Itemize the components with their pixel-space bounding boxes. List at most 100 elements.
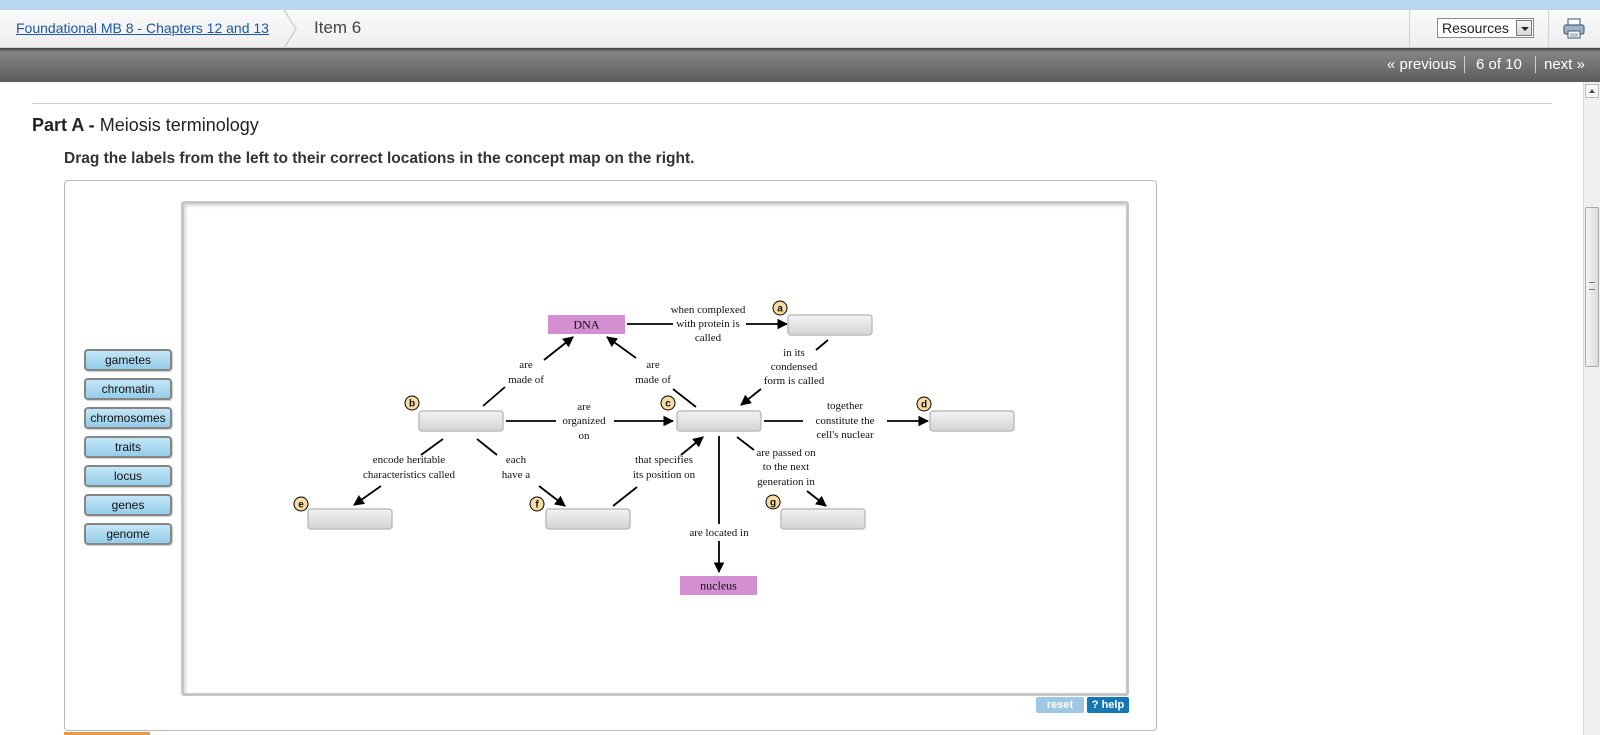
link-text: generation in [757, 476, 815, 488]
link-text: have a [502, 469, 531, 481]
link-text: condensed [771, 361, 818, 373]
scroll-up-arrow-icon[interactable] [1585, 84, 1599, 98]
item-position: 6 of 10 [1476, 56, 1522, 73]
navbar-shadow [0, 48, 1600, 52]
instruction-text: Drag the labels from the left to their c… [64, 150, 695, 167]
target-letter-b: b [409, 399, 415, 410]
drop-target-d[interactable] [929, 410, 1015, 432]
printer-icon[interactable] [1562, 18, 1586, 40]
link-text: each [506, 454, 527, 466]
drag-label-genome[interactable]: genome [84, 523, 172, 545]
drop-target-c[interactable] [676, 410, 762, 432]
link-text: cell's nuclear [816, 429, 874, 441]
link-text: with protein is [676, 318, 740, 330]
link-text: constitute the [816, 415, 875, 427]
link-line [476, 438, 498, 456]
link-text: on [579, 430, 591, 442]
node-dna-text: DNA [574, 318, 600, 332]
link-line [815, 339, 829, 351]
breadcrumb-assignment-link[interactable]: Foundational MB 8 - Chapters 12 and 13 [16, 20, 269, 36]
link-text: form is called [764, 375, 825, 387]
window-top-strip [0, 0, 1600, 10]
link-text: that specifies [635, 454, 693, 466]
target-marker-b [404, 395, 420, 411]
link-line [612, 486, 638, 507]
breadcrumb-chevron-icon [283, 10, 297, 48]
next-link[interactable]: next » [1544, 56, 1585, 73]
target-letter-e: e [298, 500, 304, 511]
target-letter-a: a [777, 304, 783, 315]
drag-label-genes[interactable]: genes [84, 494, 172, 516]
link-line [672, 388, 697, 408]
submit-button-edge[interactable] [64, 732, 150, 735]
drag-label-chromatin[interactable]: chromatin [84, 378, 172, 400]
chevron-down-icon[interactable] [1516, 20, 1532, 36]
link-text: when complexed [671, 304, 746, 316]
resources-dropdown-label: Resources [1442, 20, 1509, 36]
drag-label-gametes[interactable]: gametes [84, 349, 172, 371]
drop-target-b[interactable] [418, 410, 504, 432]
node-nucleus-text: nucleus [700, 579, 737, 593]
link-text: are [519, 359, 533, 371]
link-arrow [606, 336, 637, 359]
drop-target-f[interactable] [545, 508, 631, 530]
link-text: organized [562, 415, 606, 427]
link-text: its position on [633, 469, 696, 481]
link-text: are located in [689, 527, 749, 539]
drop-target-a[interactable] [787, 314, 873, 336]
header-divider [1548, 10, 1549, 48]
previous-link[interactable]: « previous [1387, 56, 1457, 73]
target-letter-c: c [665, 399, 671, 410]
node-nucleus [680, 576, 757, 595]
link-text: encode heritable [373, 454, 445, 466]
target-marker-d [916, 396, 932, 412]
target-marker-e [293, 496, 309, 512]
target-marker-c [660, 395, 676, 411]
target-letter-d: d [921, 400, 927, 411]
link-text: to the next [763, 461, 809, 473]
header-bar: Foundational MB 8 - Chapters 12 and 13 I… [0, 10, 1600, 48]
target-letter-g: g [770, 498, 776, 509]
concept-map-canvas [181, 201, 1129, 696]
link-text: in its [783, 347, 805, 359]
drop-target-e[interactable] [307, 508, 393, 530]
link-text: are [577, 401, 591, 413]
reset-button[interactable]: reset [1036, 697, 1084, 713]
link-text: are passed on [756, 447, 816, 459]
link-arrow [353, 485, 382, 506]
node-dna [548, 315, 625, 334]
help-button[interactable]: ? help [1087, 697, 1129, 713]
breadcrumb-current-item: Item 6 [314, 18, 362, 37]
drag-label-chromosomes[interactable]: chromosomes [84, 407, 172, 429]
target-marker-f [529, 496, 545, 512]
item-navigation-bar: « previous 6 of 10 next » [0, 48, 1600, 82]
link-arrow [740, 388, 762, 406]
resources-dropdown[interactable]: Resources [1437, 18, 1534, 38]
link-line [482, 386, 506, 407]
header-divider [1409, 10, 1410, 48]
link-arrow [538, 485, 566, 507]
nav-separator [1535, 56, 1536, 73]
link-line [420, 438, 444, 456]
link-text: made of [508, 374, 544, 386]
target-marker-g [765, 494, 781, 510]
drag-label-locus[interactable]: locus [84, 465, 172, 487]
link-line [736, 436, 755, 451]
part-prefix: Part A - [32, 115, 95, 135]
link-arrow [680, 436, 704, 456]
part-heading: Part A - Meiosis terminology [32, 115, 259, 136]
target-letter-f: f [535, 500, 539, 511]
drag-label-traits[interactable]: traits [84, 436, 172, 458]
link-text: together [827, 400, 863, 412]
link-arrow [806, 490, 827, 507]
part-title: Meiosis terminology [99, 115, 259, 135]
link-text: are [646, 359, 660, 371]
link-text: made of [635, 374, 671, 386]
target-marker-a [772, 300, 788, 316]
scroll-thumb[interactable] [1585, 207, 1599, 367]
link-text: called [695, 332, 722, 344]
drop-target-g[interactable] [780, 508, 866, 530]
content-divider [32, 103, 1552, 104]
vertical-scrollbar[interactable] [1583, 82, 1600, 735]
